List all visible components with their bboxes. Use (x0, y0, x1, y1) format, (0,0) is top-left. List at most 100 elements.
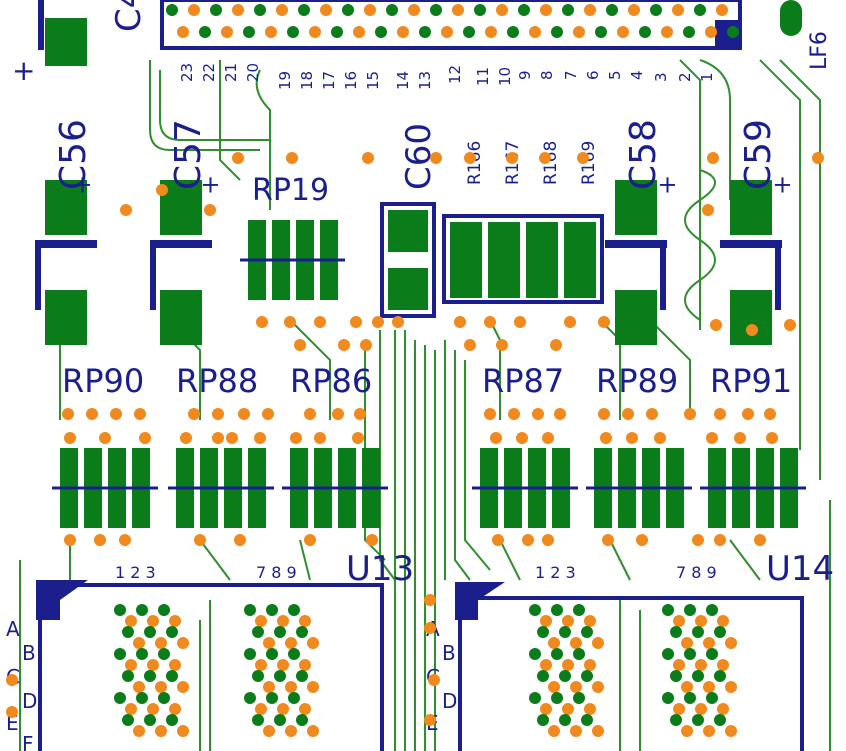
bga-via (725, 681, 737, 693)
via (372, 316, 384, 328)
bga-ball (559, 626, 571, 638)
via (702, 204, 714, 216)
via (684, 408, 696, 420)
bga-via (177, 637, 189, 649)
bga-via (584, 659, 596, 671)
bga-via (169, 659, 181, 671)
via (212, 432, 224, 444)
bga-ball (573, 604, 585, 616)
via (430, 152, 442, 164)
label-c56: C56 (53, 119, 94, 190)
u14-row-b: B (442, 641, 456, 665)
bga-ball (288, 604, 300, 616)
via (86, 408, 98, 420)
bga-via (695, 615, 707, 627)
bga-via (364, 4, 376, 16)
bga-via (562, 615, 574, 627)
bga-via (540, 659, 552, 671)
bga-ball (706, 604, 718, 616)
bga-ball (288, 692, 300, 704)
bga-ball (199, 26, 211, 38)
bga-via (717, 615, 729, 627)
bga-via (540, 703, 552, 715)
bga-ball (595, 26, 607, 38)
via (492, 534, 504, 546)
u14-outline (458, 596, 804, 751)
bga-via (155, 681, 167, 693)
pin-label: 20 (244, 63, 262, 82)
bga-ball (158, 604, 170, 616)
via (766, 432, 778, 444)
resistor-pack-rp88 (168, 448, 274, 528)
label-r169: R169 (579, 141, 599, 185)
bga-ball (254, 4, 266, 16)
via (506, 152, 518, 164)
bga-ball (166, 626, 178, 638)
via (314, 432, 326, 444)
bga-via (299, 703, 311, 715)
bga-ball (559, 714, 571, 726)
bga-via (673, 615, 685, 627)
bga-ball-grid (114, 4, 739, 737)
resistor-pack-rp86 (282, 448, 388, 528)
bga-ball (537, 670, 549, 682)
bga-via (485, 26, 497, 38)
pin-label: 23 (178, 63, 196, 82)
c56-silk-side (35, 240, 41, 310)
via (424, 714, 436, 726)
bga-ball (692, 670, 704, 682)
bga-via (703, 681, 715, 693)
via (542, 534, 554, 546)
bga-via (133, 725, 145, 737)
via (602, 534, 614, 546)
c56-silk (35, 240, 97, 248)
bga-ball (375, 26, 387, 38)
bga-via (592, 725, 604, 737)
bga-ball (122, 714, 134, 726)
via (707, 152, 719, 164)
via (577, 152, 589, 164)
bga-ball (244, 648, 256, 660)
bga-via (441, 26, 453, 38)
bga-ball (694, 4, 706, 16)
c60-outline (380, 202, 436, 318)
component-lf6: LF6 (780, 0, 832, 70)
via (464, 339, 476, 351)
via (484, 408, 496, 420)
ic-u13: U13 1 2 3 7 8 9 A B C D E F (6, 549, 414, 751)
via (714, 408, 726, 420)
via (194, 534, 206, 546)
bga-ball (274, 714, 286, 726)
pin-label: 12 (446, 65, 464, 84)
via (564, 316, 576, 328)
bga-via (703, 725, 715, 737)
bga-ball (136, 692, 148, 704)
bga-ball (706, 692, 718, 704)
bga-via (177, 26, 189, 38)
label-c57-plus: + (196, 175, 224, 195)
u14-row-d: D (442, 689, 457, 713)
bga-ball (430, 4, 442, 16)
label-c56-plus: + (68, 175, 96, 195)
via (294, 339, 306, 351)
via (64, 432, 76, 444)
bga-ball (274, 670, 286, 682)
via (284, 316, 296, 328)
bga-ball (386, 4, 398, 16)
via (254, 432, 266, 444)
bga-ball (122, 626, 134, 638)
c4-pad (45, 18, 87, 66)
bga-ball (670, 670, 682, 682)
bga-via (255, 703, 267, 715)
bga-via (397, 26, 409, 38)
bga-ball (670, 714, 682, 726)
bga-via (570, 725, 582, 737)
via (508, 408, 520, 420)
c59-silk (720, 240, 782, 248)
bga-ball (684, 692, 696, 704)
label-rp86: RP86 (290, 362, 372, 400)
via (180, 432, 192, 444)
bga-via (277, 615, 289, 627)
bga-via (716, 4, 728, 16)
c59-pad-bottom (730, 290, 772, 345)
